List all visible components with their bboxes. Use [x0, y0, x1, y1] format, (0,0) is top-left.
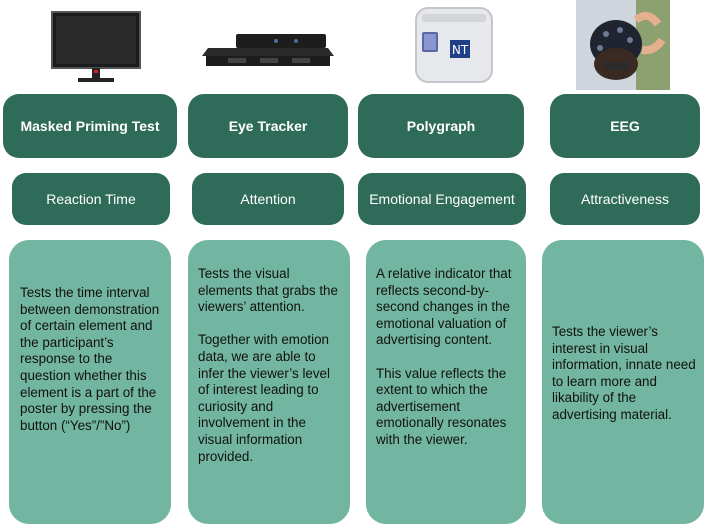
column-masked-priming-test: Masked Priming Test Reaction Time Tests …	[0, 0, 180, 531]
eeg-headset-icon	[532, 0, 708, 90]
masked-priming-test-title: Masked Priming Test	[3, 94, 177, 158]
eeg-description: Tests the viewer’s interest in visual in…	[542, 240, 704, 524]
eye-tracker-title: Eye Tracker	[188, 94, 348, 158]
masked-priming-test-description: Tests the time interval between demonstr…	[9, 240, 171, 524]
description-paragraph: Tests the time interval between demonstr…	[20, 285, 160, 433]
monitor-icon	[0, 4, 180, 88]
polygraph-description: A relative indicator that reflects secon…	[366, 240, 526, 524]
description-paragraph: Together with emotion data, we are able …	[198, 332, 330, 464]
emotional-engagement-metric: Emotional Engagement	[358, 173, 526, 225]
column-eeg: EEG Attractiveness Tests the viewer’s in…	[532, 0, 708, 531]
description-paragraph: A relative indicator that reflects secon…	[376, 266, 512, 348]
description-paragraph: This value reflects the extent to which …	[376, 365, 507, 447]
eye-tracker-description: Tests the visual elements that grabs the…	[188, 240, 350, 524]
description-paragraph: Tests the visual elements that grabs the…	[198, 266, 338, 315]
polygraph-title: Polygraph	[358, 94, 524, 158]
attention-metric: Attention	[192, 173, 344, 225]
column-eye-tracker: Eye Tracker Attention Tests the visual e…	[180, 0, 352, 531]
attractiveness-metric: Attractiveness	[550, 173, 700, 225]
column-polygraph: NT Polygraph Emotional Engagement A rela…	[352, 0, 532, 531]
eeg-title: EEG	[550, 94, 700, 158]
eye-tracker-bar-icon	[180, 4, 352, 88]
description-paragraph: Tests the viewer’s interest in visual in…	[552, 324, 696, 422]
reaction-time-metric: Reaction Time	[12, 173, 170, 225]
svg-text:NT: NT	[452, 43, 469, 57]
polygraph-device-icon: NT	[352, 4, 532, 88]
